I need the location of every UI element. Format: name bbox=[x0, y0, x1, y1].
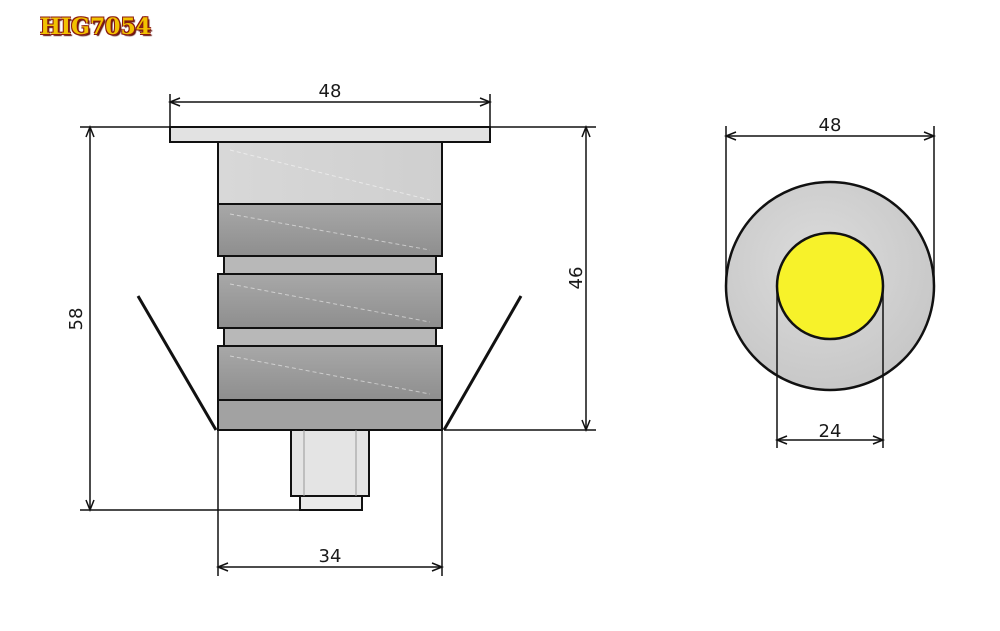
side-upper-body bbox=[217, 141, 443, 205]
dim-top-width bbox=[167, 94, 493, 127]
dim-front-outer bbox=[723, 126, 937, 286]
side-gap-2 bbox=[223, 327, 437, 347]
dim-total-height-label: 58 bbox=[66, 308, 87, 331]
dim-total-height bbox=[80, 124, 300, 513]
side-bottom-band bbox=[217, 399, 443, 431]
side-spring-left bbox=[136, 295, 218, 431]
dim-front-lens bbox=[774, 286, 886, 448]
dim-body-width bbox=[215, 430, 445, 576]
dim-front-outer-label: 48 bbox=[819, 115, 842, 136]
side-connector bbox=[290, 429, 370, 497]
side-flange bbox=[169, 126, 491, 143]
front-lens bbox=[775, 231, 885, 341]
front-view: 48 24 bbox=[723, 115, 937, 448]
model-number: HIG7054 bbox=[40, 14, 152, 40]
side-view: 48 58 46 34 bbox=[66, 81, 596, 576]
dim-front-lens-label: 24 bbox=[819, 421, 842, 442]
side-surface-hatching bbox=[229, 149, 431, 395]
side-gap-1 bbox=[223, 255, 437, 275]
dim-top-width-label: 48 bbox=[319, 81, 342, 102]
dim-body-height bbox=[444, 124, 596, 433]
side-spring-right bbox=[442, 295, 523, 431]
side-connector-tip bbox=[299, 495, 363, 511]
side-ring-2 bbox=[217, 273, 443, 329]
side-ring-1 bbox=[217, 203, 443, 257]
dim-body-width-label: 34 bbox=[319, 546, 342, 567]
dim-body-height-label: 46 bbox=[566, 267, 587, 290]
side-ring-3 bbox=[217, 345, 443, 401]
